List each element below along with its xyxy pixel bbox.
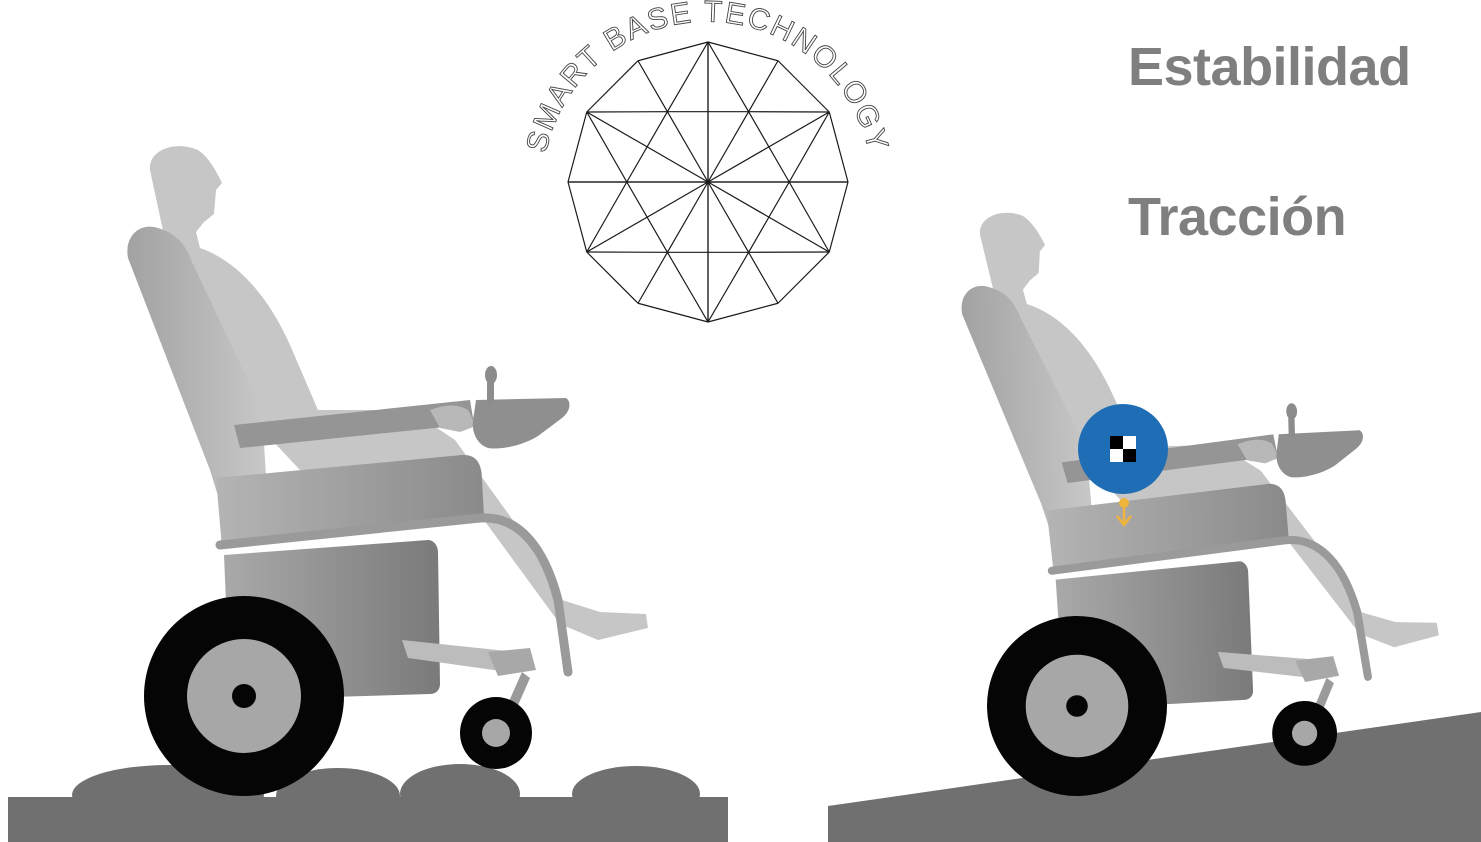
geodesic-sphere-icon bbox=[568, 42, 848, 322]
right-scene bbox=[828, 202, 1481, 842]
wheelchair-incline bbox=[959, 202, 1443, 799]
center-of-gravity-icon bbox=[1110, 436, 1136, 462]
center-of-gravity-badge bbox=[1078, 404, 1168, 494]
wheelchair-flat bbox=[127, 146, 648, 796]
uneven-ground bbox=[8, 764, 728, 842]
traction-label: Tracción bbox=[1128, 190, 1346, 244]
stability-label: Estabilidad bbox=[1128, 40, 1411, 94]
left-scene bbox=[8, 146, 728, 842]
brand-logo: SMART BASE TECHNOLOGY bbox=[520, 0, 894, 322]
